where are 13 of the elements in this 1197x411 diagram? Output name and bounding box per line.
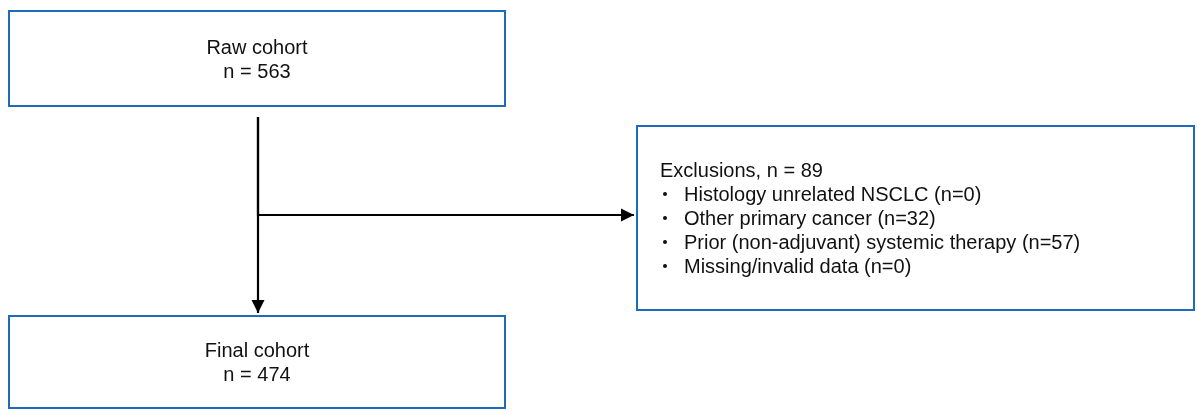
list-item: Prior (non-adjuvant) systemic therapy (n=57): [684, 230, 1081, 254]
box-heading: Raw cohort: [206, 34, 308, 59]
list-item: Histology unrelated NSCLC (n=0): [684, 182, 982, 206]
box-heading: Final cohort: [204, 338, 310, 362]
count-text: n = 563: [223, 58, 291, 83]
list-item: Other primary cancer (n=32): [684, 206, 936, 230]
process-box: [636, 125, 1195, 311]
count-text: n = 474: [223, 362, 291, 386]
box-heading: Exclusions, n = 89: [660, 158, 823, 182]
list-item: Missing/invalid data (n=0): [684, 254, 912, 278]
process-box: [8, 315, 506, 409]
process-box: [8, 10, 506, 107]
arrow: [256, 117, 634, 222]
